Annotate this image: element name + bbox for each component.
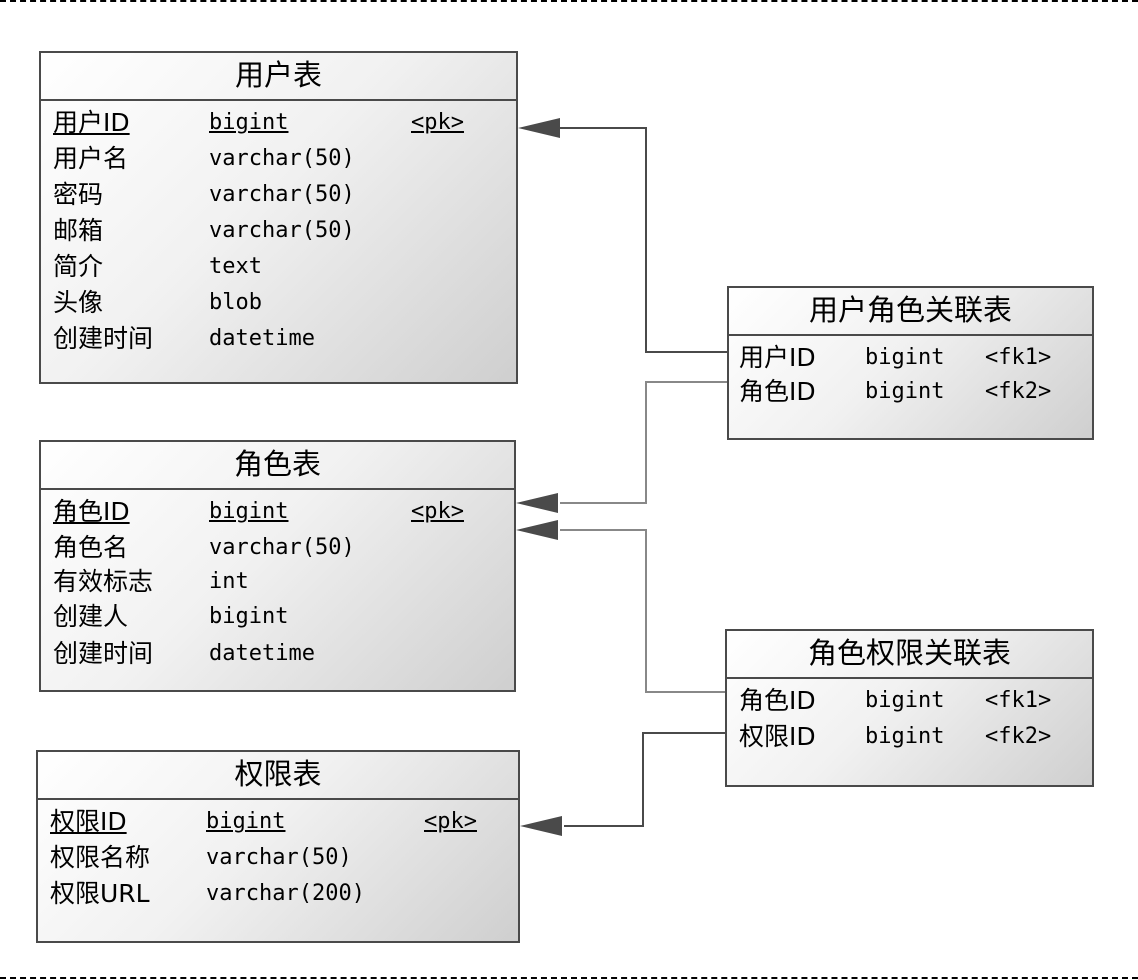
arrowhead-roles-2: [516, 520, 558, 540]
arrowhead-roles-1: [516, 493, 558, 513]
column-row[interactable]: 邮箱 varchar(50): [41, 213, 516, 248]
column-type: bigint: [865, 688, 945, 713]
fk-user-role-to-users: [560, 127, 727, 353]
column-type: datetime: [209, 641, 315, 666]
arrowhead-permissions: [520, 816, 562, 836]
column-row[interactable]: 权限URL varchar(200): [38, 876, 518, 911]
column-key: <pk>: [424, 809, 477, 834]
column-row[interactable]: 密码 varchar(50): [41, 177, 516, 212]
column-type: blob: [209, 290, 262, 315]
column-type: bigint: [865, 379, 945, 404]
column-row[interactable]: 角色名 varchar(50): [41, 530, 514, 565]
column-type: varchar(50): [209, 218, 355, 243]
column-name: 权限ID: [50, 807, 127, 836]
frame-top-border: [0, 0, 1138, 2]
column-type: text: [209, 254, 262, 279]
column-row[interactable]: 创建时间 datetime: [41, 321, 516, 356]
column-key: <pk>: [411, 499, 464, 524]
entity-permissions[interactable]: 权限表 权限ID bigint <pk> 权限名称 varchar(50) 权限…: [36, 750, 520, 943]
column-type: bigint: [209, 499, 289, 524]
column-key: <fk2>: [985, 724, 1052, 749]
fk-role-perm-to-permissions: [564, 732, 727, 827]
column-name: 头像: [53, 288, 104, 317]
column-row[interactable]: 有效标志 int: [41, 564, 514, 599]
column-name: 角色ID: [53, 497, 130, 526]
column-row[interactable]: 权限名称 varchar(50): [38, 840, 518, 875]
entity-roles[interactable]: 角色表 角色ID bigint <pk> 角色名 varchar(50) 有效标…: [39, 440, 516, 692]
column-key: <fk1>: [985, 688, 1052, 713]
column-type: bigint: [865, 724, 945, 749]
column-row[interactable]: 用户ID bigint <pk>: [41, 105, 516, 140]
fk-user-role-to-roles: [560, 381, 727, 504]
entity-title: 权限表: [38, 752, 518, 800]
column-name: 简介: [53, 252, 104, 281]
column-row[interactable]: 用户名 varchar(50): [41, 141, 516, 176]
column-row[interactable]: 角色ID bigint <fk2>: [729, 374, 1092, 409]
fk-role-perm-to-roles: [560, 529, 727, 693]
column-type: varchar(50): [209, 182, 355, 207]
column-name: 权限名称: [50, 843, 151, 872]
column-name: 邮箱: [53, 216, 104, 245]
column-type: varchar(50): [209, 535, 355, 560]
column-type: datetime: [209, 326, 315, 351]
column-name: 权限ID: [739, 722, 816, 751]
arrowhead-users: [518, 118, 560, 138]
column-row[interactable]: 用户ID bigint <fk1>: [729, 340, 1092, 375]
column-name: 用户ID: [53, 108, 130, 137]
column-row[interactable]: 角色ID bigint <pk>: [41, 494, 514, 529]
column-type: bigint: [209, 604, 289, 629]
column-name: 角色名: [53, 533, 129, 562]
column-row[interactable]: 创建时间 datetime: [41, 636, 514, 671]
column-type: bigint: [865, 345, 945, 370]
column-row[interactable]: 权限ID bigint <pk>: [38, 804, 518, 839]
column-key: <fk1>: [985, 345, 1052, 370]
column-type: bigint: [206, 809, 286, 834]
column-type: varchar(200): [206, 881, 365, 906]
column-name: 角色ID: [739, 686, 816, 715]
column-row[interactable]: 简介 text: [41, 249, 516, 284]
column-key: <fk2>: [985, 379, 1052, 404]
column-row[interactable]: 创建人 bigint: [41, 599, 514, 634]
column-row[interactable]: 权限ID bigint <fk2>: [727, 719, 1092, 754]
column-key: <pk>: [411, 110, 464, 135]
column-name: 用户ID: [739, 343, 816, 372]
column-name: 角色ID: [739, 377, 816, 406]
frame-bottom-border: [0, 977, 1138, 979]
column-name: 用户名: [53, 144, 129, 173]
column-name: 密码: [53, 180, 104, 209]
column-row[interactable]: 角色ID bigint <fk1>: [727, 683, 1092, 718]
entity-title: 用户角色关联表: [729, 288, 1092, 336]
column-type: varchar(50): [209, 146, 355, 171]
entity-title: 用户表: [41, 53, 516, 101]
column-name: 有效标志: [53, 567, 154, 596]
entity-role-permission[interactable]: 角色权限关联表 角色ID bigint <fk1> 权限ID bigint <f…: [725, 629, 1094, 787]
column-type: bigint: [209, 110, 289, 135]
entity-title: 角色权限关联表: [727, 631, 1092, 679]
entity-title: 角色表: [41, 442, 514, 490]
entity-user-role[interactable]: 用户角色关联表 用户ID bigint <fk1> 角色ID bigint <f…: [727, 286, 1094, 440]
column-name: 权限URL: [50, 879, 150, 908]
column-type: int: [209, 569, 249, 594]
column-name: 创建时间: [53, 639, 154, 668]
column-name: 创建人: [53, 602, 129, 631]
entity-users[interactable]: 用户表 用户ID bigint <pk> 用户名 varchar(50) 密码 …: [39, 51, 518, 384]
column-row[interactable]: 头像 blob: [41, 285, 516, 320]
column-type: varchar(50): [206, 845, 352, 870]
column-name: 创建时间: [53, 324, 154, 353]
